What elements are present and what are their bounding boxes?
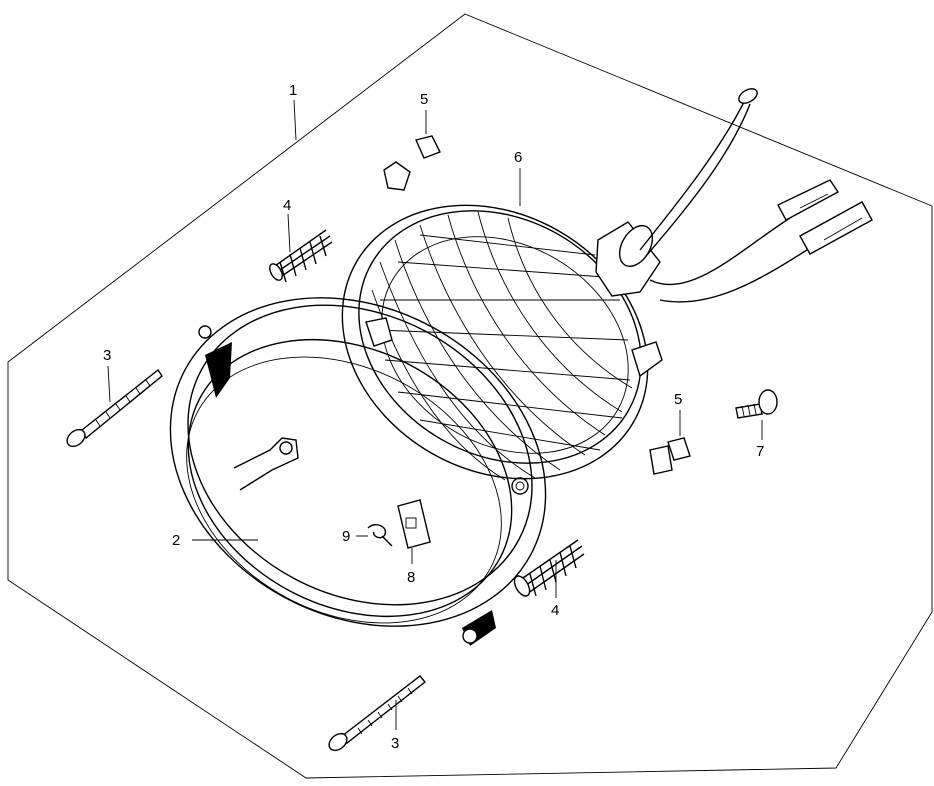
leader-lines [107,99,763,730]
callout-3-lower: 3 [391,735,399,752]
sealed-beam-unit [341,88,873,481]
rim-screw-upper [66,368,163,448]
clip-nut-lower [667,437,691,461]
callout-7: 7 [756,443,764,460]
headlight-rim [169,297,547,646]
callout-2: 2 [172,532,180,549]
adjusting-screw [735,389,778,419]
assembly-outline [7,13,933,779]
callout-4-lower: 4 [551,602,559,619]
callout-5-upper: 5 [420,91,428,108]
callout-4-upper: 4 [283,197,291,214]
rim-screw-lower [328,675,427,752]
callout-5-lower: 5 [674,391,682,408]
spring-plate [397,499,431,549]
adjusting-spring-upper [269,229,333,283]
clip-nut-upper [415,135,441,159]
callout-9: 9 [342,528,350,545]
callout-1: 1 [289,82,297,99]
callout-8: 8 [407,569,415,586]
retaining-pin [367,524,393,547]
adjusting-spring-lower [513,539,585,597]
callout-6: 6 [514,149,522,166]
callout-3-upper: 3 [103,347,111,364]
